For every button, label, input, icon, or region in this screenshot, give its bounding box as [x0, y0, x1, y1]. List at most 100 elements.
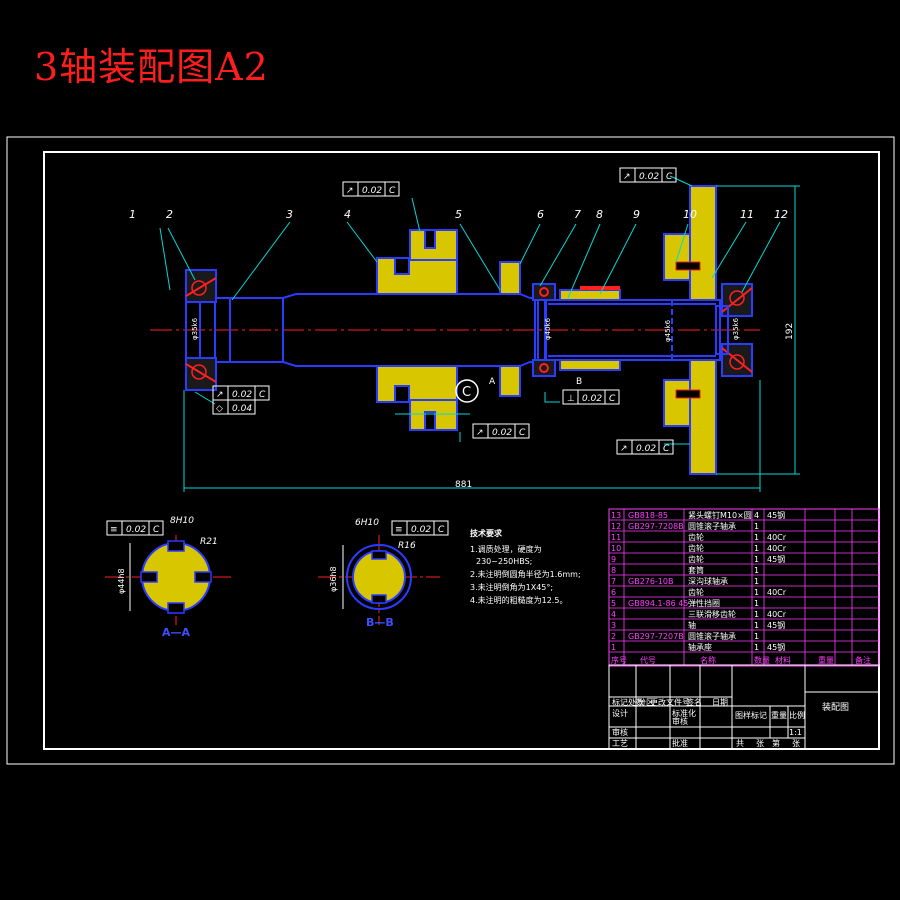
bom-cell: 45钢 — [767, 642, 785, 652]
tol-datum: C — [666, 172, 673, 182]
tol-value: 0.02 — [232, 390, 252, 400]
section-mark-a: A — [489, 377, 496, 387]
bom-cell: 紧头螺钉M10×圆 — [688, 510, 752, 520]
svg-text:1:1: 1:1 — [789, 728, 802, 737]
bom-cell: 40Cr — [767, 544, 787, 553]
bom-cell: 9 — [611, 555, 616, 564]
bom-header-cell: 序号 — [611, 655, 627, 665]
tol-datum: C — [663, 444, 670, 454]
svg-text:C: C — [153, 525, 160, 535]
drawing-name: 装配图 — [822, 701, 849, 713]
svg-text:比例: 比例 — [789, 710, 805, 720]
bom-cell: GB297-7208B — [628, 522, 684, 531]
part-label: 3 — [286, 208, 293, 221]
tol-value: 0.02 — [639, 172, 659, 182]
svg-text:↗: ↗ — [620, 444, 628, 454]
tolerance-frames — [212, 167, 677, 455]
bom-cell: 三联滑移齿轮 — [688, 609, 736, 619]
svg-text:批准: 批准 — [672, 738, 688, 748]
bom-cell: 2 — [611, 632, 616, 641]
bom-cell: 40Cr — [767, 588, 787, 597]
svg-text:分区: 分区 — [638, 698, 654, 707]
tol-value: 0.02 — [362, 186, 382, 196]
bom-cell: 齿轮 — [688, 532, 704, 542]
svg-text:φ36h8: φ36h8 — [329, 566, 338, 592]
technical-notes: 技术要求 1.调质处理，硬度为 230~250HBS; 2.未注明倒圆角半径为1… — [470, 528, 581, 605]
bom-cell: 12 — [611, 522, 621, 531]
inner-frame — [43, 151, 880, 750]
svg-text:审核: 审核 — [612, 727, 628, 737]
bom-cell: 1 — [754, 544, 759, 553]
dimension-lines — [159, 175, 800, 492]
part-label: 5 — [455, 208, 462, 221]
main-shaft — [214, 293, 721, 367]
bom-header-cell: 名称 — [700, 655, 716, 665]
tol-value: 0.02 — [636, 444, 656, 454]
bom-cell: 套筒 — [688, 565, 704, 575]
bearing-7 — [532, 283, 556, 377]
part-label: 11 — [740, 208, 754, 221]
left-bearing — [185, 269, 217, 391]
bom-cell: 45钢 — [767, 554, 785, 564]
right-bearing-12 — [715, 283, 753, 377]
part-labels: 1 2 3 4 5 6 7 8 9 10 11 12 — [129, 208, 788, 221]
dimension-text: 881 192 φ35k6 φ40k6 φ35k6 φ45k6 — [191, 317, 795, 490]
svg-text:0.02: 0.02 — [411, 525, 431, 535]
section-b-b: ≡ 0.02 C 6H10 R16 φ36h8 B—B — [318, 518, 449, 629]
bom-cell: 1 — [754, 632, 759, 641]
svg-text:R21: R21 — [200, 537, 218, 547]
bom-cell: 轴 — [688, 620, 696, 630]
outer-frame — [6, 136, 895, 765]
section-label-bb: B—B — [366, 616, 394, 629]
svg-text:0.02: 0.02 — [126, 525, 146, 535]
bom-cell: GB818-85 — [628, 511, 668, 520]
bom-cell: 1 — [754, 610, 759, 619]
bom-cell: 1 — [754, 555, 759, 564]
dim-small: φ45k6 — [664, 319, 672, 342]
part-label: 12 — [774, 208, 788, 221]
svg-text:标准化: 标准化 — [672, 708, 696, 718]
svg-text:≡: ≡ — [110, 525, 118, 535]
tol-value: 0.02 — [492, 428, 512, 438]
bom-cell: 1 — [754, 588, 759, 597]
svg-text:2.未注明倒圆角半径为1.6mm;: 2.未注明倒圆角半径为1.6mm; — [470, 569, 581, 579]
svg-text:≡: ≡ — [395, 525, 403, 535]
gear-4 — [376, 229, 458, 431]
svg-text:重量: 重量 — [771, 710, 787, 720]
svg-text:审核: 审核 — [672, 716, 688, 726]
bom-cell: 1 — [754, 566, 759, 575]
tol-datum: C — [609, 394, 616, 404]
svg-text:共: 共 — [736, 739, 744, 748]
bom-cell: GB894.1-86 45 — [628, 599, 688, 608]
bom-cell: 45钢 — [767, 620, 785, 630]
bom-header-cell: 备注 — [855, 655, 871, 665]
bom-cell: 40Cr — [767, 533, 787, 542]
section-a-a: ≡ 0.02 C 8H10 R21 φ44h8 A—A — [105, 516, 232, 639]
bom-cell: 1 — [754, 643, 759, 652]
svg-text:标记处数: 标记处数 — [612, 697, 644, 707]
tol-datum: C — [519, 428, 526, 438]
sleeve-9 — [559, 286, 621, 371]
svg-text:8H10: 8H10 — [170, 516, 194, 526]
svg-text:图样标记: 图样标记 — [735, 710, 767, 720]
svg-text:3.未注明倒角为1X45°;: 3.未注明倒角为1X45°; — [470, 582, 553, 592]
svg-text:C: C — [438, 525, 445, 535]
part-label: 1 — [129, 208, 136, 221]
bom-cell: 6 — [611, 588, 616, 597]
bom-cell: 1 — [754, 621, 759, 630]
bom-header-cell: 材料 — [775, 655, 791, 665]
tol-datum: C — [389, 186, 396, 196]
svg-text:技术要求: 技术要求 — [470, 528, 503, 538]
dim-length: 881 — [455, 480, 472, 490]
bom-cell: 11 — [611, 533, 621, 542]
svg-text:⊥: ⊥ — [567, 394, 575, 404]
bom-cell: 3 — [611, 621, 616, 630]
dim-height: 192 — [785, 323, 795, 340]
part-label: 7 — [574, 208, 581, 221]
svg-text:φ44h8: φ44h8 — [117, 568, 126, 594]
svg-text:4.未注明的粗糙度为12.5。: 4.未注明的粗糙度为12.5。 — [470, 595, 567, 605]
bom-cell: 1 — [754, 522, 759, 531]
bom-cell: 深沟球轴承 — [688, 576, 728, 586]
tol-value: 0.02 — [582, 394, 602, 404]
